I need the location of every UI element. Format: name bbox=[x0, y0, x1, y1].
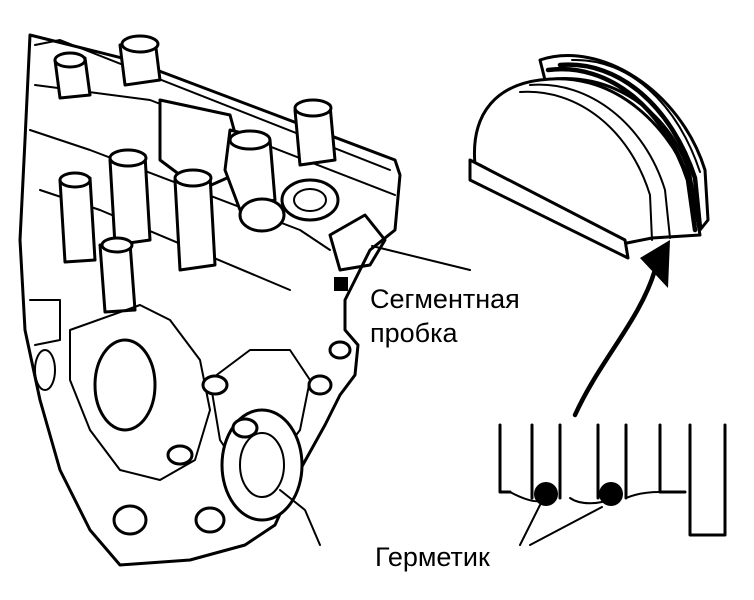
arrowhead bbox=[640, 240, 670, 288]
plug-label-line1: Сегментная bbox=[370, 284, 520, 314]
direction-arrow bbox=[572, 267, 658, 418]
sealant-dot-2 bbox=[599, 482, 623, 506]
plug-leader-line bbox=[371, 245, 471, 271]
sealant-label: Герметик bbox=[375, 542, 490, 572]
plug-label-line2: пробка bbox=[370, 318, 459, 348]
sealant-pointer-1 bbox=[519, 504, 541, 546]
plug-cross-section bbox=[498, 423, 727, 537]
cylinder-head-illustration bbox=[18, 33, 402, 567]
sealant-pointer-2 bbox=[529, 506, 603, 546]
plug-marker bbox=[334, 277, 348, 291]
semicircular-plug-illustration bbox=[468, 54, 710, 260]
sealant-dot-1 bbox=[534, 482, 558, 506]
